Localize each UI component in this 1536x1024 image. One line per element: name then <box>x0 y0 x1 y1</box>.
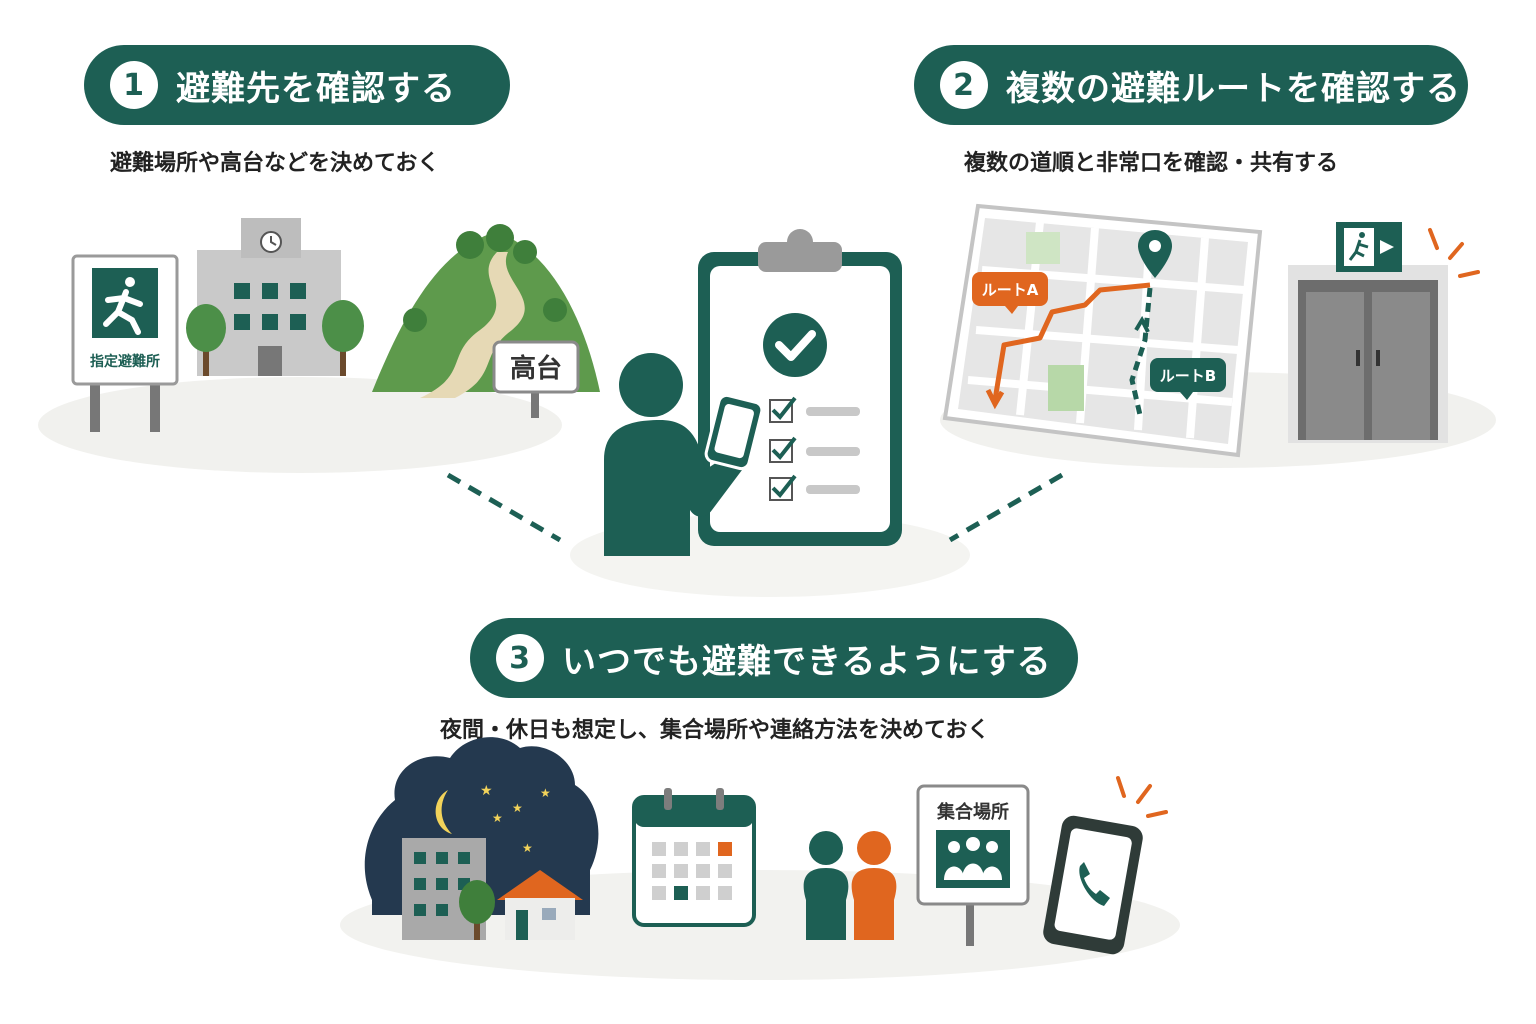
step-3-title: いつでも避難できるようにする <box>562 641 1052 682</box>
step-1-heading: 1 避難先を確認する <box>84 45 510 125</box>
star-icon: ★ <box>522 841 533 855</box>
step-2-title: 複数の避難ルートを確認する <box>1006 68 1461 109</box>
route-a-label: ルートA <box>982 281 1039 299</box>
checklist-clipboard <box>698 229 902 546</box>
route-map: ルートA ルートB <box>942 203 1263 458</box>
checkbox-icon <box>769 396 860 423</box>
step-1-title: 避難先を確認する <box>176 68 456 109</box>
tree <box>322 300 364 376</box>
checkbox-icon <box>769 436 860 463</box>
step-1-number: 1 <box>110 61 158 109</box>
step-2-number: 2 <box>940 61 988 109</box>
location-pin-icon <box>1138 230 1172 278</box>
step-2-subtitle: 複数の道順と非常口を確認・共有する <box>964 151 1339 176</box>
step-3-number: 3 <box>496 634 544 682</box>
step-3-heading: 3 いつでも避難できるようにする <box>470 618 1078 698</box>
star-icon: ★ <box>512 801 523 815</box>
two-people-icon <box>803 831 897 940</box>
house <box>497 870 583 940</box>
moon-icon <box>435 790 452 834</box>
high-ground-sign: 高台 <box>492 340 580 418</box>
running-person-icon <box>103 277 143 335</box>
step-2-heading: 2 複数の避難ルートを確認する <box>914 45 1468 125</box>
star-icon: ★ <box>480 783 493 799</box>
ground-shadow-left <box>38 377 562 473</box>
connector-left <box>446 472 562 543</box>
route-b-line <box>1129 287 1153 416</box>
group-people-icon <box>944 837 1002 880</box>
tree <box>186 304 226 376</box>
person-with-phone <box>604 353 764 556</box>
star-icon: ★ <box>540 786 551 800</box>
tree <box>459 880 495 940</box>
checkbox-icon <box>769 474 860 501</box>
checkmark-icon <box>763 313 827 377</box>
calendar-icon <box>632 788 756 927</box>
high-ground-sign-label: 高台 <box>510 353 562 384</box>
school-building <box>197 218 341 376</box>
star-icon: ★ <box>492 811 503 825</box>
route-a-badge: ルートA <box>972 272 1048 314</box>
route-b-label: ルートB <box>1160 367 1216 385</box>
step-3-subtitle: 夜間・休日も想定し、集合場所や連絡方法を決めておく <box>440 718 990 743</box>
phone-call-icon <box>1043 776 1168 955</box>
emergency-exit-door <box>1288 222 1480 443</box>
shelter-sign: 指定避難所 <box>71 254 179 432</box>
night-scene: ★ ★ ★ ★ ★ <box>364 737 599 940</box>
route-b-badge: ルートB <box>1150 358 1226 400</box>
step-1-subtitle: 避難場所や高台などを決めておく <box>110 151 440 176</box>
assembly-point-sign: 集合場所 <box>916 784 1030 946</box>
shelter-sign-label: 指定避難所 <box>90 353 160 370</box>
connector-right <box>948 472 1064 543</box>
assembly-sign-label: 集合場所 <box>936 801 1009 823</box>
route-a-line <box>992 282 1151 401</box>
